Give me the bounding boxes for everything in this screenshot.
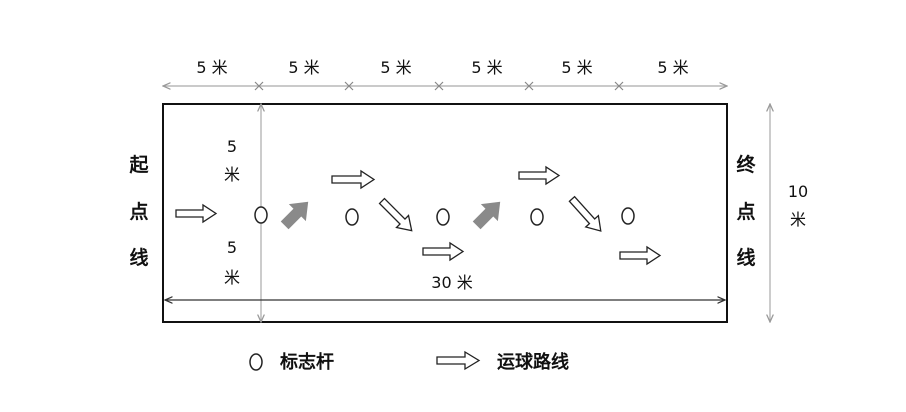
- width-dimension-value: 10: [788, 182, 808, 201]
- finish-line-char-3: 线: [736, 246, 755, 269]
- start-line-char-3: 线: [129, 246, 148, 269]
- width-dimension-unit: 米: [790, 210, 806, 229]
- start-line-char-2: 点: [129, 201, 148, 223]
- marker-pole-4: [530, 208, 544, 226]
- route-arrow-diagonal-up-1: [280, 201, 309, 230]
- legend-marker-label: 标志杆: [279, 351, 334, 373]
- route-arrow-finish: [619, 245, 662, 266]
- length-dimension-label: 30 米: [431, 273, 472, 292]
- finish-line-char-2: 点: [736, 201, 755, 223]
- cone-spacing-top-unit: 米: [224, 165, 240, 184]
- route-arrow-diagonal-down-1: [378, 197, 413, 232]
- marker-pole-5: [621, 207, 635, 225]
- top-dimension-label-3: 5 米: [380, 58, 411, 77]
- field-boundary: [162, 103, 728, 323]
- legend-route-arrow-icon: [436, 350, 481, 371]
- route-arrow-diagonal-up-2: [472, 201, 501, 230]
- top-dimension-label-1: 5 米: [196, 58, 227, 77]
- top-dimension-label-2: 5 米: [288, 58, 319, 77]
- legend-route-label: 运球路线: [497, 351, 569, 373]
- top-dimension-ticks: [254, 81, 624, 91]
- cone-spacing-top-value: 5: [227, 137, 237, 156]
- marker-pole-2: [345, 208, 359, 226]
- top-dimension-label-5: 5 米: [561, 58, 592, 77]
- route-arrow-top-2: [518, 165, 561, 186]
- finish-line-char-1: 终: [736, 153, 756, 176]
- route-arrow-start: [175, 203, 218, 224]
- top-dimension-label-6: 5 米: [657, 58, 688, 77]
- marker-pole-1: [254, 206, 268, 224]
- route-arrow-diagonal-down-2: [568, 195, 602, 232]
- top-dimension-label-4: 5 米: [471, 58, 502, 77]
- start-line-char-1: 起: [128, 154, 149, 176]
- cone-spacing-bottom-value: 5: [227, 238, 237, 257]
- route-arrow-top-1: [331, 169, 376, 190]
- cone-spacing-bottom-unit: 米: [224, 268, 240, 287]
- marker-pole-3: [436, 208, 450, 226]
- legend-marker-icon: [249, 353, 263, 371]
- route-arrow-bottom-1: [422, 241, 465, 262]
